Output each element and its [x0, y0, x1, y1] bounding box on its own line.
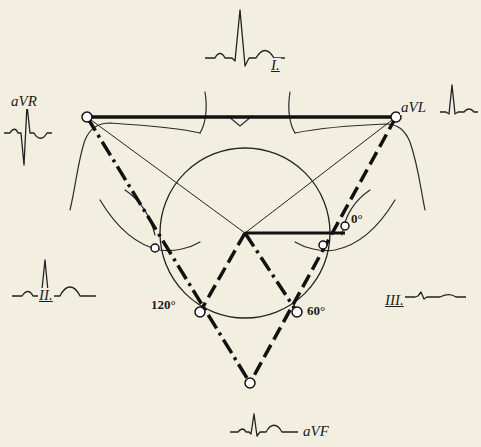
lead-label: I.	[270, 58, 281, 73]
lead-label: aVL	[400, 100, 427, 115]
angle-label: 120°	[150, 298, 177, 311]
lead-label: aVF	[302, 424, 330, 439]
lead-label: III.	[384, 293, 405, 308]
lead-label: II.	[38, 288, 54, 303]
angle-label: 60°	[306, 304, 326, 317]
angle-label: 0°	[350, 212, 364, 225]
lead-label: aVR	[10, 94, 38, 109]
